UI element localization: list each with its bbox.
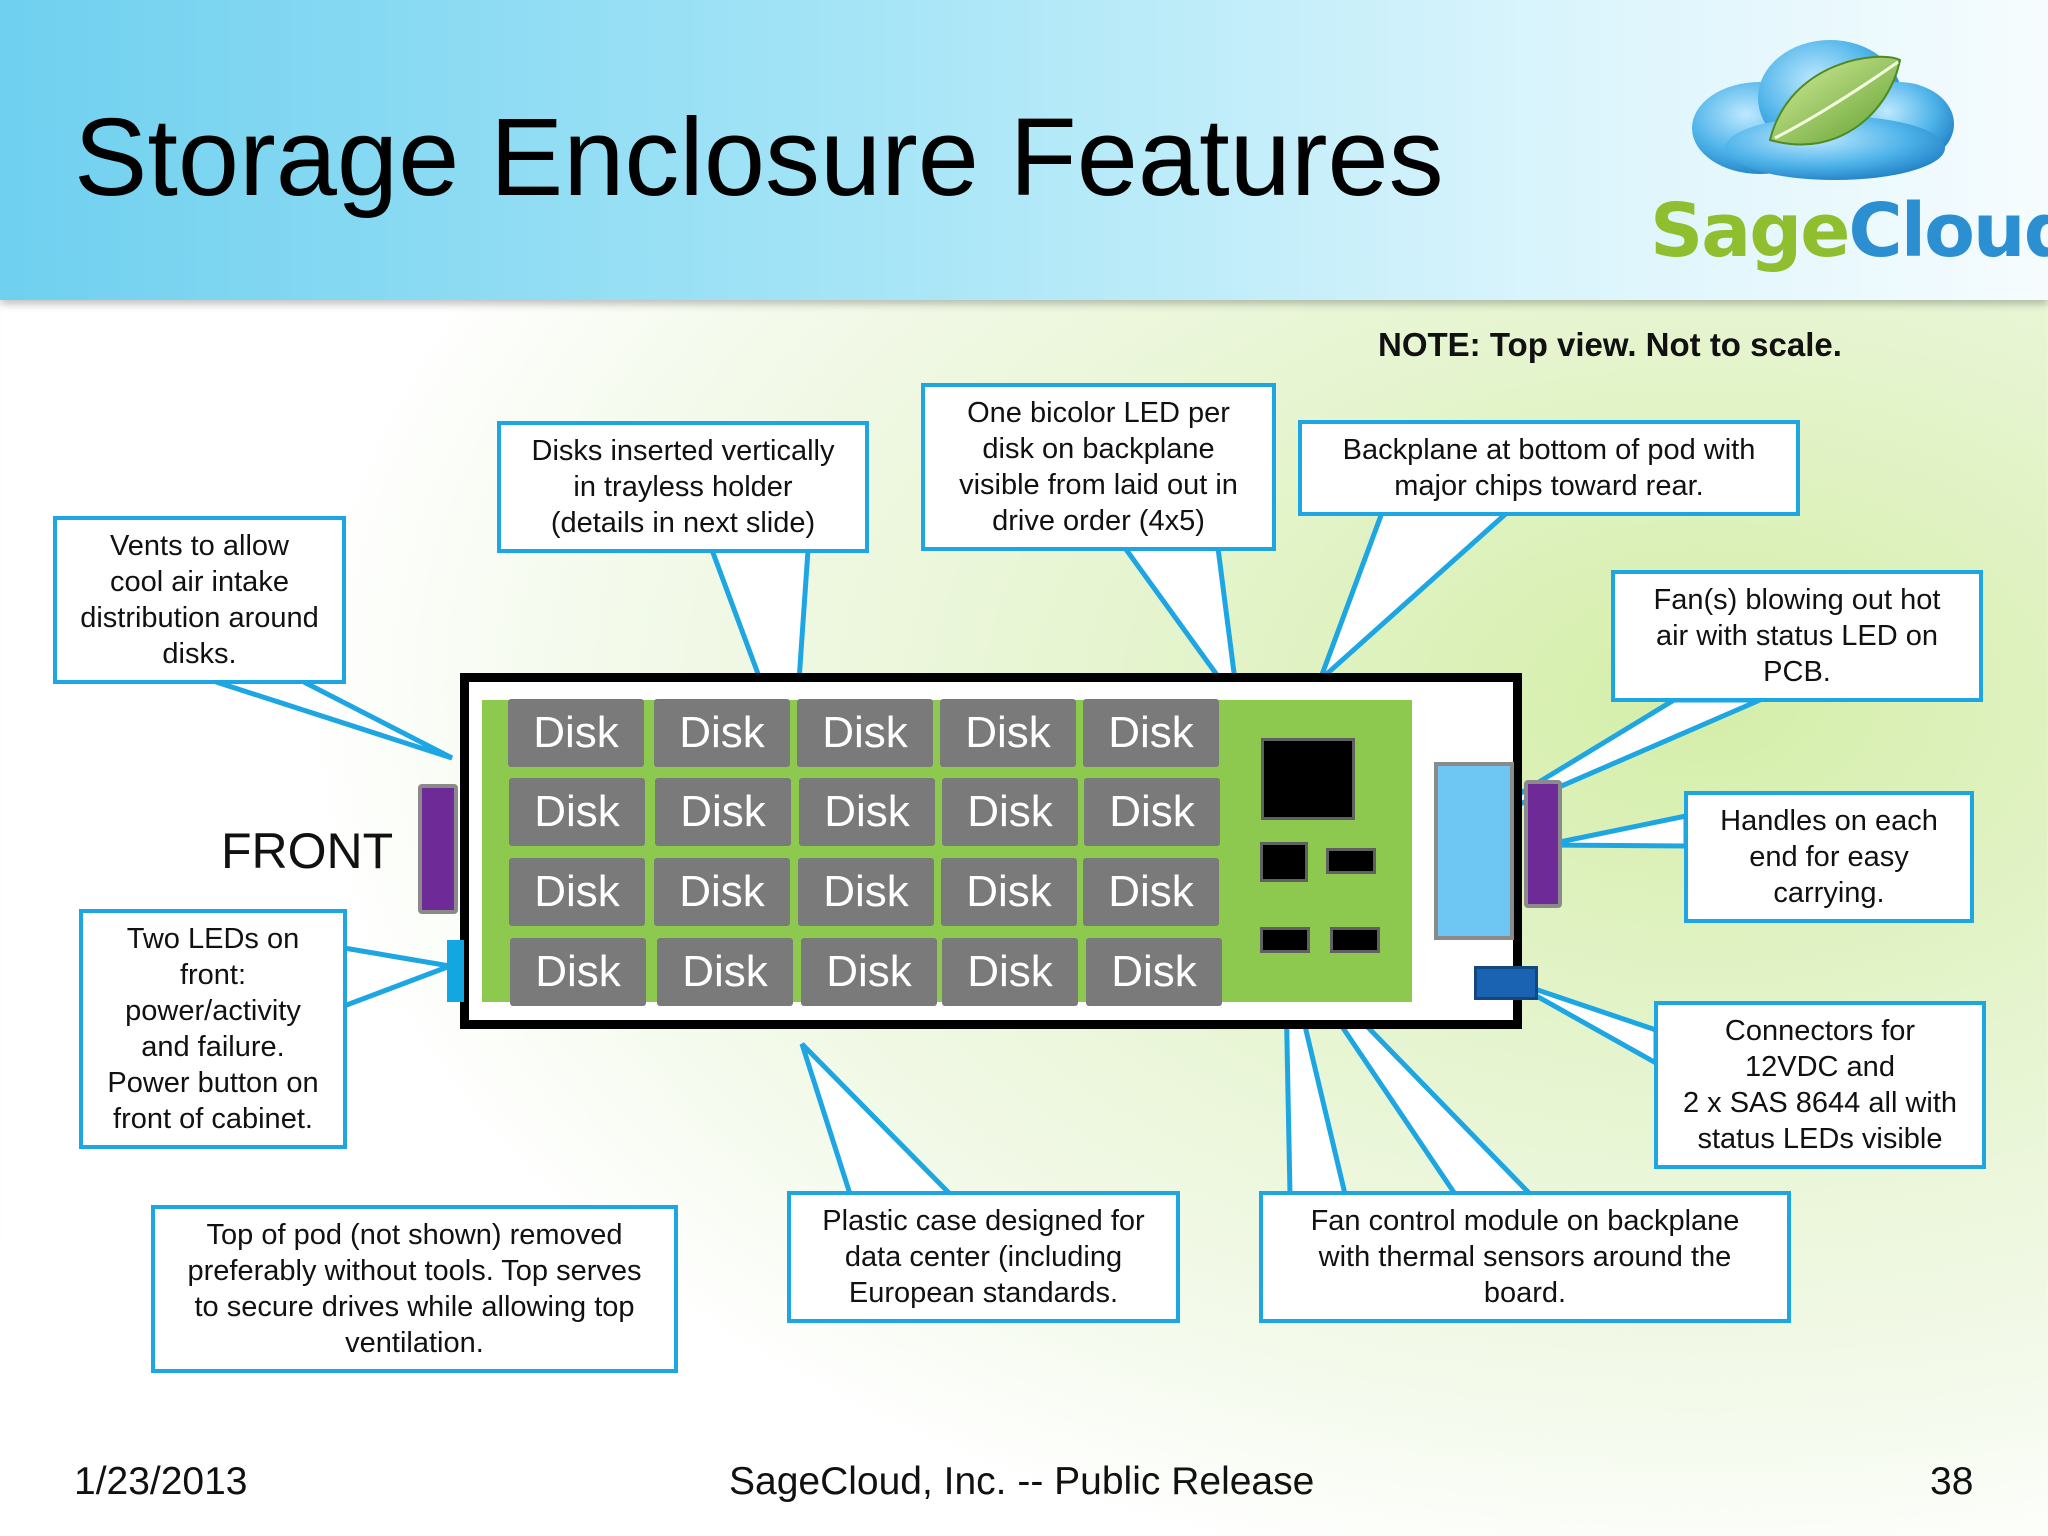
disk: Disk	[941, 858, 1077, 926]
disk: Disk	[509, 778, 645, 846]
rear-connector	[1474, 966, 1538, 1000]
disk: Disk	[508, 699, 644, 767]
disk: Disk	[1083, 699, 1219, 767]
disk: Disk	[1084, 778, 1220, 846]
disk: Disk	[657, 938, 793, 1006]
disk: Disk	[797, 699, 933, 767]
disk: Disk	[798, 858, 934, 926]
chip-small	[1330, 927, 1380, 953]
disk: Disk	[801, 938, 937, 1006]
callout-connectors: Connectors for 12VDC and 2 x SAS 8644 al…	[1654, 1001, 1986, 1169]
sagecloud-logo: SageCloud	[1650, 20, 2048, 280]
callout-plastic-case: Plastic case designed for data center (i…	[787, 1191, 1180, 1323]
disk: Disk	[510, 938, 646, 1006]
main-chip	[1261, 738, 1355, 820]
chip-small	[1260, 842, 1308, 882]
callout-top-of-pod: Top of pod (not shown) removed preferabl…	[151, 1205, 678, 1373]
callout-fan-control: Fan control module on backplane with the…	[1259, 1191, 1791, 1323]
callout-backplane: Backplane at bottom of pod with major ch…	[1298, 420, 1800, 516]
cloud-leaf-icon	[1692, 40, 1954, 180]
disk: Disk	[799, 778, 935, 846]
disk: Disk	[942, 778, 1078, 846]
callout-front-leds: Two LEDs on front: power/activity and fa…	[79, 909, 347, 1149]
pointer-backplane	[1317, 507, 1517, 682]
pointer-front-leds	[341, 945, 460, 1010]
disk: Disk	[942, 938, 1078, 1006]
disk: Disk	[509, 858, 645, 926]
front-handle	[418, 784, 458, 914]
disk: Disk	[940, 699, 1076, 767]
front-label: FRONT	[221, 823, 394, 879]
pointer-plastic-case	[799, 1042, 956, 1197]
chip-small	[1326, 848, 1376, 874]
callout-vents: Vents to allow cool air intake distribut…	[53, 516, 346, 684]
note-text: NOTE: Top view. Not to scale.	[1378, 326, 1842, 363]
slide-header: Storage Enclosure Features SageCloud	[0, 0, 2048, 300]
disk: Disk	[654, 699, 790, 767]
fan-unit	[1434, 762, 1514, 940]
disk: Disk	[1086, 938, 1222, 1006]
page-number: 38	[1930, 1460, 1974, 1503]
disk: Disk	[655, 778, 791, 846]
fan-control-chip	[1260, 927, 1310, 953]
rear-handle	[1524, 780, 1562, 908]
callout-fans: Fan(s) blowing out hot air with status L…	[1611, 570, 1983, 702]
disk: Disk	[654, 858, 790, 926]
disk: Disk	[1083, 858, 1219, 926]
pointer-vents	[209, 677, 454, 761]
pointer-handles	[1544, 812, 1689, 849]
callout-bicolor-led: One bicolor LED per disk on backplane vi…	[921, 383, 1276, 551]
callout-disks-inserted: Disks inserted vertically in trayless ho…	[497, 421, 869, 553]
callout-handles: Handles on each end for easy carrying.	[1684, 791, 1974, 923]
footer-title: SageCloud, Inc. -- Public Release	[729, 1460, 1315, 1503]
logo-wordmark: SageCloud	[1650, 188, 2048, 274]
front-led-panel	[447, 940, 464, 1002]
slide-title: Storage Enclosure Features	[74, 96, 1444, 219]
footer-date: 1/23/2013	[74, 1460, 248, 1503]
